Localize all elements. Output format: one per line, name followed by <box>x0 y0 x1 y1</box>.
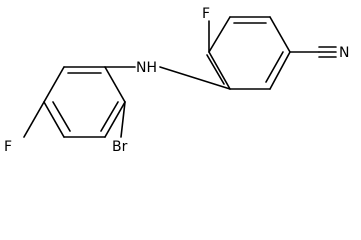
bond-right-ring-1-inner <box>206 54 225 85</box>
right-aromatic-ring <box>206 16 291 90</box>
fluorine-top-label: F <box>202 6 210 22</box>
bond-right-ring-5-inner <box>265 51 284 83</box>
structure-diagram: F NH F Br N <box>4 6 349 155</box>
nitrile-nitrogen-label: N <box>339 45 349 61</box>
bond-right-ring-1 <box>208 51 231 90</box>
bond-left-ring-3 <box>104 101 126 138</box>
bond-right-ring-5 <box>269 51 291 90</box>
bond-amine-methylene <box>159 66 231 90</box>
bond-left-ring-3-inner <box>100 101 119 132</box>
bond-left-ring-5-inner <box>52 101 71 132</box>
substituent-bonds <box>23 66 231 138</box>
amine-label: NH <box>136 60 157 76</box>
bond-right-ring-4 <box>269 16 291 53</box>
bond-left-ring-5 <box>43 101 65 138</box>
right-substituents <box>208 20 337 58</box>
bond-right-ring-2 <box>208 16 231 53</box>
bond-left-fluorine <box>23 101 45 138</box>
bond-left-ring-2 <box>104 66 126 103</box>
bond-bromine <box>120 101 126 138</box>
bromine-label: Br <box>112 139 128 155</box>
bond-left-ring-6 <box>43 66 65 103</box>
left-aromatic-ring <box>43 66 126 138</box>
molecule-canvas: F NH F Br N <box>4 6 350 155</box>
fluorine-left-label: F <box>4 139 12 155</box>
